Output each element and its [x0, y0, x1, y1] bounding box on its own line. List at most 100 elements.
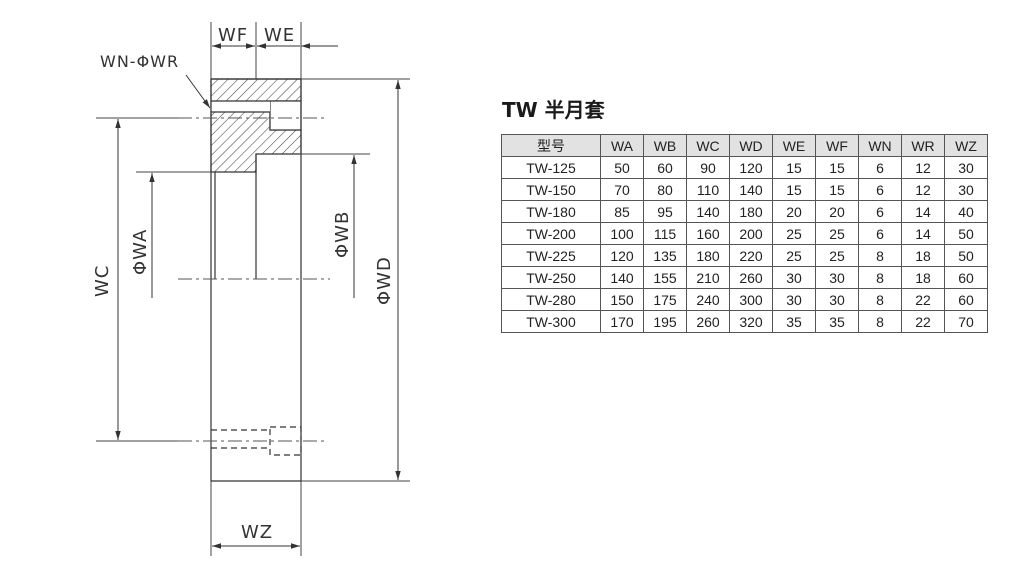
value-cell: 15 — [772, 178, 816, 201]
value-cell: 200 — [729, 222, 773, 245]
value-cell: 8 — [858, 266, 902, 289]
value-cell: 150 — [600, 288, 644, 311]
value-cell: 22 — [901, 310, 945, 333]
value-cell: 60 — [944, 266, 988, 289]
value-cell: 60 — [944, 288, 988, 311]
column-header: WC — [686, 134, 730, 157]
value-cell: 22 — [901, 288, 945, 311]
value-cell: 50 — [944, 244, 988, 267]
value-cell: 30 — [944, 178, 988, 201]
value-cell: 25 — [772, 222, 816, 245]
value-cell: 240 — [686, 288, 730, 311]
label-wn-wr: WN-ΦWR — [100, 52, 179, 71]
value-cell: 160 — [686, 222, 730, 245]
page-title: TW 半月套 — [502, 98, 605, 122]
value-cell: 140 — [686, 200, 730, 223]
value-cell: 260 — [686, 310, 730, 333]
model-cell: TW-250 — [501, 266, 601, 289]
value-cell: 70 — [944, 310, 988, 333]
value-cell: 20 — [772, 200, 816, 223]
value-cell: 40 — [944, 200, 988, 223]
centerlines — [178, 117, 330, 442]
value-cell: 15 — [815, 156, 859, 179]
value-cell: 115 — [643, 222, 687, 245]
dimension-lines — [115, 43, 401, 549]
value-cell: 8 — [858, 244, 902, 267]
value-cell: 70 — [600, 178, 644, 201]
value-cell: 50 — [600, 156, 644, 179]
value-cell: 12 — [901, 178, 945, 201]
value-cell: 30 — [772, 288, 816, 311]
value-cell: 25 — [815, 222, 859, 245]
value-cell: 170 — [600, 310, 644, 333]
value-cell: 20 — [815, 200, 859, 223]
value-cell: 90 — [686, 156, 730, 179]
value-cell: 80 — [643, 178, 687, 201]
label-wz: WZ — [241, 522, 273, 543]
value-cell: 18 — [901, 266, 945, 289]
value-cell: 120 — [729, 156, 773, 179]
value-cell: 8 — [858, 310, 902, 333]
value-cell: 35 — [815, 310, 859, 333]
value-cell: 30 — [815, 288, 859, 311]
value-cell: 14 — [901, 222, 945, 245]
value-cell: 110 — [686, 178, 730, 201]
model-cell: TW-280 — [501, 288, 601, 311]
value-cell: 25 — [815, 244, 859, 267]
model-cell: TW-225 — [501, 244, 601, 267]
value-cell: 220 — [729, 244, 773, 267]
value-cell: 50 — [944, 222, 988, 245]
extension-lines — [96, 22, 410, 556]
model-cell: TW-180 — [501, 200, 601, 223]
column-header: 型号 — [501, 134, 601, 157]
value-cell: 15 — [772, 156, 816, 179]
model-cell: TW-125 — [501, 156, 601, 179]
model-cell: TW-300 — [501, 310, 601, 333]
value-cell: 120 — [600, 244, 644, 267]
label-wd: ΦWD — [374, 256, 395, 305]
value-cell: 85 — [600, 200, 644, 223]
column-header: WB — [643, 134, 687, 157]
value-cell: 12 — [901, 156, 945, 179]
column-header: WN — [858, 134, 902, 157]
column-header: WR — [901, 134, 945, 157]
value-cell: 320 — [729, 310, 773, 333]
value-cell: 135 — [643, 244, 687, 267]
label-wa: ΦWA — [130, 229, 151, 275]
technical-drawing: WF WE WN-ΦWR WC ΦWA ΦWB ΦWD WZ — [92, 22, 410, 556]
table-header-row: 型号 WA WB WC WD WE WF WN WR WZ — [501, 134, 988, 157]
value-cell: 8 — [858, 288, 902, 311]
label-wc: WC — [92, 265, 113, 297]
value-cell: 175 — [643, 288, 687, 311]
value-cell: 6 — [858, 178, 902, 201]
value-cell: 25 — [772, 244, 816, 267]
value-cell: 35 — [772, 310, 816, 333]
value-cell: 30 — [815, 266, 859, 289]
value-cell: 300 — [729, 288, 773, 311]
column-header: WF — [815, 134, 859, 157]
part-body — [210, 78, 302, 482]
label-wb: ΦWB — [332, 211, 353, 258]
column-header: WA — [600, 134, 644, 157]
value-cell: 60 — [643, 156, 687, 179]
value-cell: 14 — [901, 200, 945, 223]
label-we: WE — [264, 25, 295, 46]
value-cell: 6 — [858, 200, 902, 223]
label-wf: WF — [218, 25, 248, 46]
value-cell: 6 — [858, 222, 902, 245]
value-cell: 18 — [901, 244, 945, 267]
column-header: WE — [772, 134, 816, 157]
model-cell: TW-200 — [501, 222, 601, 245]
value-cell: 30 — [772, 266, 816, 289]
hidden-hole — [211, 426, 302, 456]
value-cell: 180 — [729, 200, 773, 223]
